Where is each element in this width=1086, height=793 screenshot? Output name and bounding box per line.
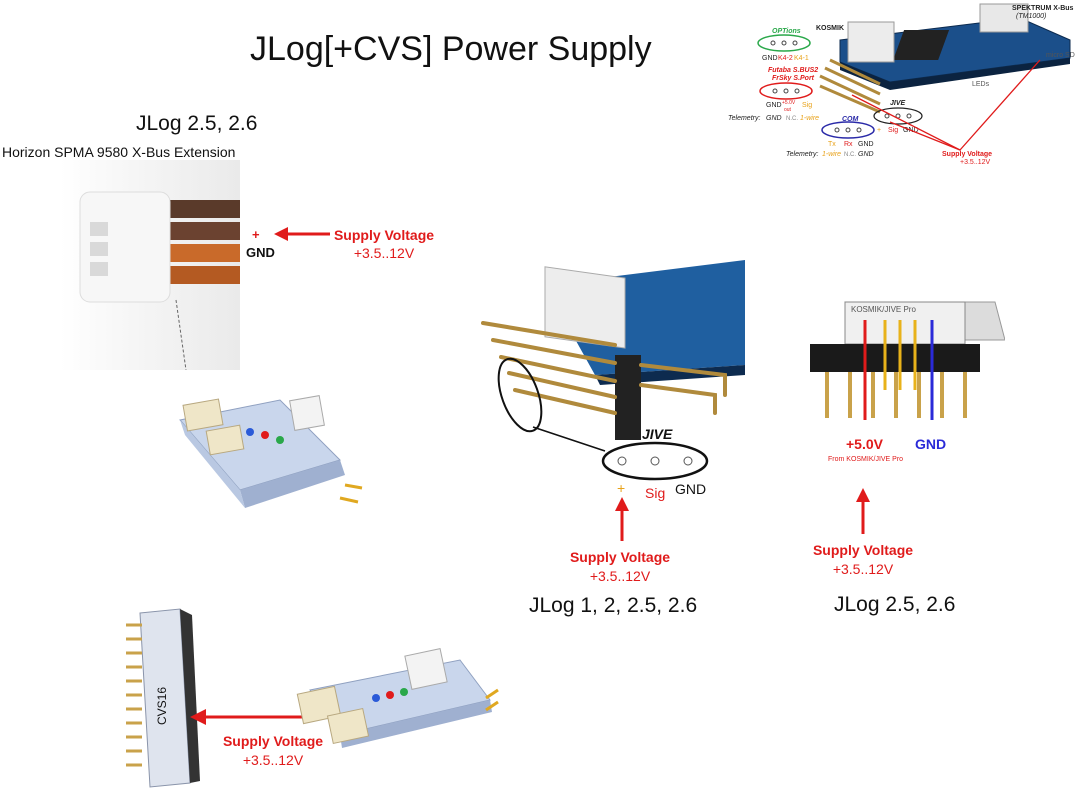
overview-tm: (TM1000) [1016,13,1046,20]
xbus-supply-label: Supply Voltage [333,227,435,243]
overview-supply-label: Supply Voltage [942,151,992,158]
jive-caption: JLog 1, 2, 2.5, 2.6 [529,594,698,617]
overview-options: OPTions [772,28,801,35]
overview-kosmik: KOSMIK [816,25,844,32]
overview-k41: K4-1 [794,55,809,62]
overview-tel2-nc: N.C. [844,152,856,158]
cvs-device-label: CVS16 [155,687,169,725]
cvs-supply-label: Supply Voltage [222,733,324,749]
kosmik-header-photo: KOSMIK/JIVE Pro [810,301,1005,420]
overview-jive-plus: + [877,127,881,134]
xbus-arrow [274,227,330,241]
jive-supply-range: +3.5..12V [589,568,651,584]
jlog-device-photo [179,395,363,508]
overview-supply-range: +3.5..12V [960,159,990,166]
cvs-supply-range: +3.5..12V [242,752,304,768]
jive-heading: JIVE [642,426,673,442]
jive-gnd: GND [675,481,707,497]
kosmik-supply-range: +3.5..12V [832,561,894,577]
overview-com-gnd: GND [858,141,874,148]
overview-diagram: SPEKTRUM X-Bus (TM1000) KOSMIK micro SD … [728,3,1075,166]
overview-jive-sig: Sig [888,127,898,134]
xbus-plus: + [252,227,260,242]
overview-tel1-nc: N.C. [786,116,798,122]
overview-tel2-wire: 1-wire [822,151,841,158]
overview-arrow-kosmik [851,94,961,151]
overview-arrow-jive [889,121,961,151]
overview-row-5v: +5.0V [782,100,796,106]
overview-gnd-k42: GND [762,55,778,62]
xbus-connector-photo [60,160,240,370]
overview-com: COM [842,116,859,123]
jive-header-photo [481,260,745,452]
overview-frsky: FrSky S.Port [772,75,815,82]
overview-futaba: Futaba S.BUS2 [768,67,818,74]
overview-leds: LEDs [972,81,990,88]
jlog-device-photo-bottom [296,648,499,748]
overview-tel2-label: Telemetry: [786,151,818,158]
overview-board [819,3,1071,114]
jive-plus: + [617,480,626,496]
overview-com-tx: Tx [828,141,836,148]
xbus-heading: JLog 2.5, 2.6 [136,112,258,135]
kosmik-gnd: GND [915,436,947,452]
xbus-caption: Horizon SPMA 9580 X-Bus Extension [2,144,236,160]
kosmik-from: From KOSMIK/JIVE Pro [828,456,904,463]
kosmik-caption: JLog 2.5, 2.6 [834,593,956,616]
overview-tel1-label: Telemetry: [728,115,760,122]
jive-arrow [615,497,629,541]
xbus-gnd: GND [246,245,275,260]
overview-k42: K4-2 [778,55,793,62]
cvs-device-photo: CVS16 [126,608,200,788]
overview-jive: JIVE [890,100,906,107]
jive-sig: Sig [645,485,666,501]
overview-row-gnd: GND [766,102,782,109]
overview-tel1-wire: 1-wire [800,115,819,122]
jive-pin-diagram: JIVE [601,426,709,481]
overview-spektrum: SPEKTRUM X-Bus [1012,5,1074,12]
overview-tel2-gnd: GND [858,151,874,158]
xbus-supply-range: +3.5..12V [353,245,415,261]
page-title: JLog[+CVS] Power Supply [250,30,652,68]
kosmik-5v: +5.0V [846,436,883,452]
kosmik-header-label: KOSMIK/JIVE Pro [851,305,916,314]
overview-arrow-xbus [959,59,1041,151]
kosmik-supply-label: Supply Voltage [812,542,914,558]
overview-microsd: micro SD [1046,52,1075,59]
overview-com-rx: Rx [844,141,853,148]
jive-supply-label: Supply Voltage [569,549,671,565]
overview-tel1-gnd: GND [766,115,782,122]
overview-row-sig: Sig [802,102,812,109]
kosmik-arrow [856,488,870,534]
overview-row-out: out [784,107,792,113]
